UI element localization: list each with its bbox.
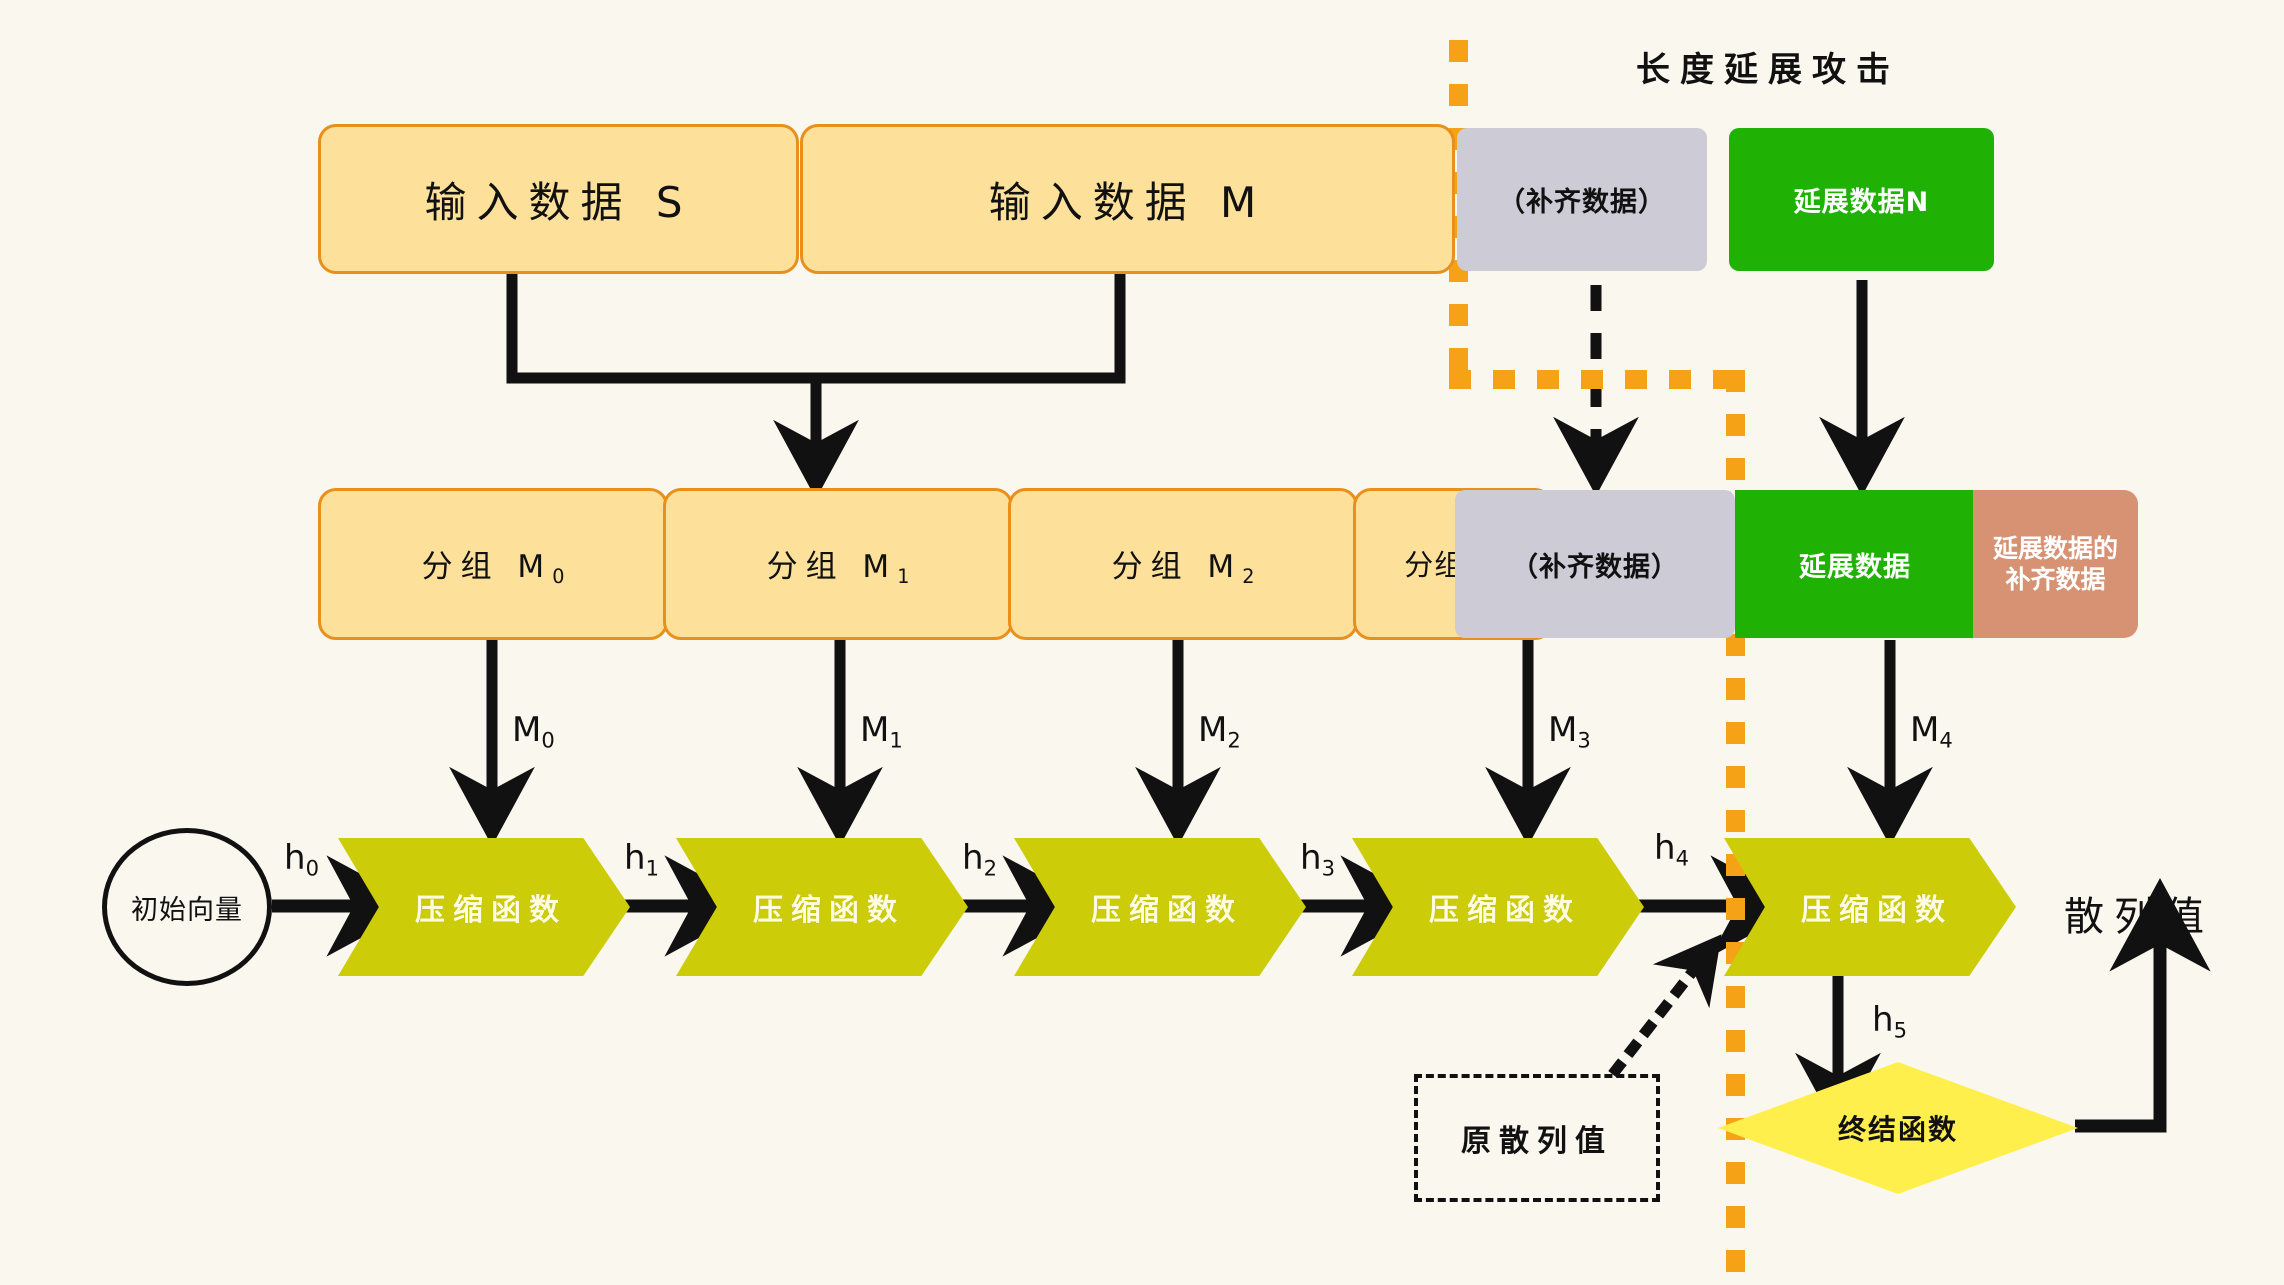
compression-function-4-label: 压缩函数 (1429, 893, 1581, 928)
chain-label-h3: h3 (1300, 838, 1335, 881)
input-block-extension: 延展数据N (1729, 128, 1994, 271)
block-extension-data-label: 延展数据 (1799, 551, 1911, 583)
input-block-s: 输入数据 S (318, 124, 799, 274)
block-m0: 分组 M0 (318, 488, 668, 640)
block-extension-padding: 延展数据的补齐数据 (1973, 490, 2138, 638)
input-block-s-label: 输入数据 S (424, 177, 693, 227)
compression-function-2-label: 压缩函数 (753, 893, 905, 928)
block-extension-data: 延展数据 (1735, 490, 1975, 638)
block-m1-label: 分组 M1 (766, 548, 910, 588)
chain-label-h4: h4 (1654, 828, 1689, 871)
message-label-m4: M4 (1910, 710, 1953, 753)
chain-label-h5: h5 (1872, 1000, 1907, 1043)
chain-label-h1: h1 (624, 838, 659, 881)
block-extension-padding-label: 延展数据的补齐数据 (1992, 533, 2118, 594)
compression-function-2: 压缩函数 (676, 838, 968, 976)
block-padding: （补齐数据） (1455, 490, 1735, 638)
input-block-padding: （补齐数据） (1457, 128, 1707, 271)
attack-boundary-horizontal (1449, 370, 1745, 389)
message-label-m3: M3 (1548, 710, 1591, 753)
initial-vector-node: 初始向量 (102, 828, 272, 986)
input-block-padding-label: （补齐数据） (1498, 187, 1666, 218)
input-block-m: 输入数据 M (800, 124, 1455, 274)
block-padding-label: （补齐数据） (1511, 551, 1679, 583)
block-m1: 分组 M1 (663, 488, 1013, 640)
compression-function-3-label: 压缩函数 (1091, 893, 1243, 928)
input-block-extension-label: 延展数据N (1793, 187, 1930, 218)
chain-label-h2: h2 (962, 838, 997, 881)
compression-function-3: 压缩函数 (1014, 838, 1306, 976)
original-hash-note: 原散列值 (1414, 1074, 1660, 1202)
chain-label-h0: h0 (284, 838, 319, 881)
block-m2-label: 分组 M2 (1111, 548, 1255, 588)
finalization-function-label: 终结函数 (1837, 1113, 1958, 1146)
block-m0-label: 分组 M0 (421, 548, 565, 588)
message-label-m0: M0 (512, 710, 555, 753)
compression-function-1: 压缩函数 (338, 838, 630, 976)
block-m2: 分组 M2 (1008, 488, 1358, 640)
compression-function-5-label: 压缩函数 (1801, 893, 1953, 928)
compression-function-4: 压缩函数 (1352, 838, 1644, 976)
compression-function-1-label: 压缩函数 (415, 893, 567, 928)
message-label-m1: M1 (860, 710, 903, 753)
page-title: 长度延展攻击 (1636, 50, 1900, 90)
message-label-m2: M2 (1198, 710, 1241, 753)
hash-output-label: 散列值 (2064, 894, 2214, 940)
initial-vector-label: 初始向量 (131, 894, 243, 926)
original-hash-note-label: 原散列值 (1461, 1124, 1613, 1159)
input-block-m-label: 输入数据 M (988, 177, 1267, 227)
compression-function-5: 压缩函数 (1724, 838, 2016, 976)
